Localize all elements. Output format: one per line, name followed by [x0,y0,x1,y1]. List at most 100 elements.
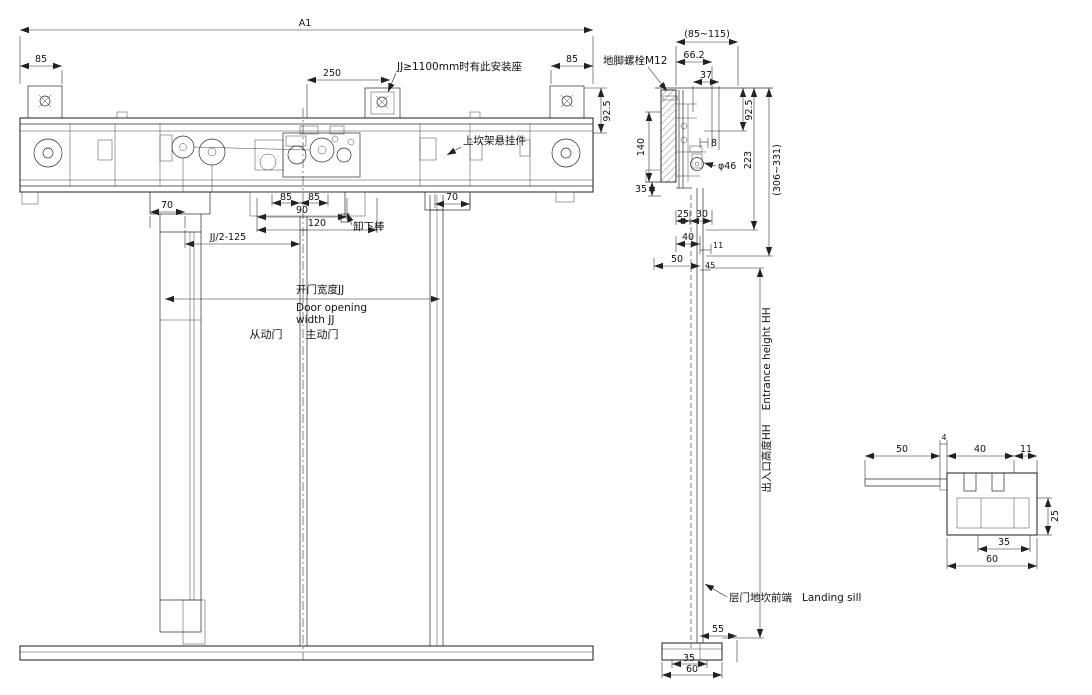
dim-223: 223 [706,88,758,231]
door-opening-en2: width JJ [296,314,334,326]
door-panels [159,108,444,660]
dim-250: 250 [306,68,391,118]
dim-90: 90 [256,198,348,232]
dim-35-sill: 35 [671,653,708,668]
dim-jj-half: JJ/2-125 [184,230,300,248]
dim-92-5-side-text: 92.5 [744,99,755,120]
dim-120-text: 120 [308,218,326,229]
driven-door-label: 从动门 [250,327,283,341]
dim-60-sill: 60 [661,662,723,679]
dim-306-331: (306~331) [706,88,783,257]
dim-40-text: 40 [682,232,694,243]
dim-40-11: 40 11 [675,232,723,254]
detail-dim-25-text: 25 [1050,510,1061,522]
dim-66-2: 66.2 [676,50,713,148]
dim-70-left: 70 [149,200,186,228]
dim-92-5-front-text: 92.5 [602,100,613,121]
dim-55-text: 55 [712,624,724,635]
center-mount-bracket [364,87,401,119]
bottom-sill-front [19,645,594,661]
hanger-label-text: 上坎架悬挂件 [463,134,526,147]
left-top-bracket [27,85,63,119]
dim-140-text: 140 [636,138,647,156]
door-section-lines [690,188,704,648]
dim-jj-half-text: JJ/2-125 [209,232,246,243]
dim-85-left: 85 [20,54,63,84]
dim-37: 37 [692,70,720,150]
dim-a1-text: A1 [299,18,312,29]
sill-section-side: 55 35 60 [661,624,738,679]
dim-90-text: 90 [296,205,308,216]
dim-70-right: 70 [434,192,471,208]
header-rail-assembly [19,111,594,193]
dim-85-right: 85 [550,54,593,84]
side-view: 地脚螺栓M12 (85~115) [603,29,861,679]
dim-85b-text: 85 [308,192,320,203]
dim-a1: A1 [19,18,594,84]
removal-rod-text: 卸下棒 [353,220,385,233]
dim-92-5-side: 92.5 [704,88,755,132]
dim-55: 55 [700,624,738,662]
dim-50-side-text: 50 [671,254,683,265]
entrance-height-dim: 出入口高度HHEntrance height HH [706,267,773,639]
sill-detail-view: 50 4 40 11 25 [864,433,1061,570]
dim-37-text: 37 [700,70,712,81]
dim-223-text: 223 [743,151,754,169]
anchor-bolt-note: 地脚螺栓M12 [603,54,678,101]
detail-dim-11-text: 11 [1020,444,1032,455]
dim-45-text: 45 [705,261,715,270]
dim-85-left-text: 85 [35,54,47,65]
hanger-label: 上坎架悬挂件 [446,134,526,156]
dim-50-45: 50 45 [653,254,715,271]
dim-85-115: (85~115) [675,29,739,86]
dim-35-sill-text: 35 [683,653,695,664]
dim-8: 8 [699,138,717,149]
dim-92-5-front: 92.5 [584,87,613,134]
dim-250-text: 250 [323,68,341,79]
entrance-height-label: 出入口高度HHEntrance height HH [760,307,773,492]
detail-dim-50-text: 50 [896,444,908,455]
door-opening-dim: 开门宽度JJ Door opening width JJ [165,283,440,326]
door-opening-en1: Door opening [296,302,367,314]
dim-60-side-text: 60 [686,664,698,675]
anchor-bolt-text: 地脚螺栓M12 [603,54,667,67]
door-opening-cn: 开门宽度JJ [296,283,344,296]
wall-section [645,89,677,183]
right-top-bracket [549,85,585,119]
detail-dim-40-text: 40 [974,444,986,455]
dim-25-text: 25 [677,209,689,220]
dim-306-331-text: (306~331) [772,144,783,196]
detail-dim-4-text: 4 [941,433,946,442]
front-view: A1 85 85 250 JJ≥1100mm时有此安装座 [19,18,613,661]
dim-phi46-text: φ46 [718,161,736,172]
hanger-bracket-section [676,90,706,189]
dim-66-2-text: 66.2 [683,50,704,61]
note-center-bracket-text: JJ≥1100mm时有此安装座 [396,60,522,73]
dim-35-wall-text: 35 [635,184,647,195]
dim-8-text: 8 [711,138,717,149]
dim-phi46: φ46 [703,161,736,172]
dim-35-wall: 35 [635,182,661,197]
dim-85a: 85 85 [271,192,329,207]
dim-11-side-text: 11 [713,241,723,250]
dim-30-text: 30 [696,209,708,220]
dim-70-right-text: 70 [446,192,458,203]
dim-70-left-text: 70 [161,200,173,211]
dim-140: 140 [636,111,661,183]
detail-dim-25: 25 [1037,497,1061,536]
detail-dim-60-text: 60 [986,554,998,565]
detail-top-dims: 50 4 40 11 [864,433,1038,486]
dim-120: 120 [257,198,378,234]
main-door-label: 主动门 [306,327,339,341]
dim-85-right-text: 85 [566,54,578,65]
note-center-bracket: JJ≥1100mm时有此安装座 [387,60,522,93]
detail-dim-35: 35 [977,535,1031,553]
dim-85-115-text: (85~115) [684,29,730,40]
dim-25-30: 25 30 [675,209,713,225]
dim-85a-text: 85 [280,192,292,203]
sill-profile [864,472,1038,536]
